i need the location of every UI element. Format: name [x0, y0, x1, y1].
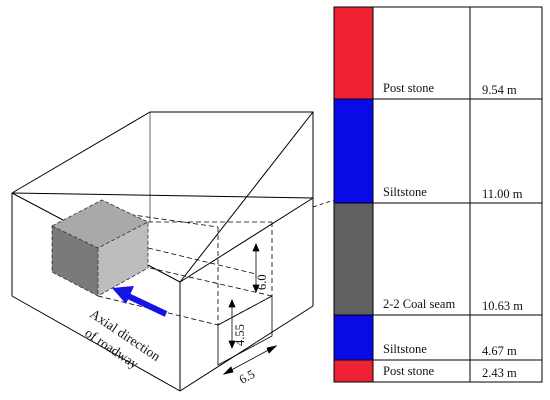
arrow-head-icon: [112, 286, 134, 304]
box-front-bottom-right: [179, 305, 314, 392]
strata-table: Post stone 9.54 m Siltstone 11.00 m 2-2 Coal…: [333, 6, 543, 383]
layer-thickness-2: 11.00 m: [482, 187, 523, 201]
excavated-block: [51, 199, 149, 297]
layer-thickness-3: 10.63 m: [482, 299, 523, 313]
layer-name-4: Siltstone: [383, 342, 427, 356]
layer-thickness-1: 9.54 m: [482, 83, 517, 97]
layer-swatch-3: [333, 202, 374, 316]
box-front-top: [11, 192, 314, 199]
dim-width: 6.5: [237, 367, 257, 387]
box-back-top: [150, 111, 314, 198]
dim-height-upper: 6.0: [255, 274, 269, 290]
layer-name-2: Siltstone: [383, 185, 427, 199]
layer-thickness-4: 4.67 m: [482, 344, 517, 358]
block-side-face: [98, 222, 148, 296]
dim-height-lower: 4.55: [233, 324, 247, 346]
layer-swatch-5: [333, 359, 374, 383]
roadway-entrance: [217, 295, 273, 366]
model-box: [11, 111, 314, 392]
layer-swatch-2: [333, 98, 374, 204]
box-top-front-right: [179, 197, 314, 283]
layer-swatch-4: [333, 314, 374, 361]
layer-swatch-1: [333, 6, 374, 100]
block-front-face: [52, 226, 98, 296]
axial-arrow: [112, 286, 168, 317]
block-hidden-edges: [51, 199, 149, 227]
layer-thickness-5: 2.43 m: [482, 366, 517, 380]
layer-name-3: 2-2 Coal seam: [383, 297, 455, 311]
layer-name-5: Post stone: [383, 364, 435, 378]
layer-thickness-cell-5: [469, 359, 543, 383]
block-top-face: [52, 200, 148, 248]
box-bottom-left: [11, 295, 181, 392]
layer-name-1: Post stone: [383, 81, 435, 95]
dimension-lines: [222, 242, 278, 375]
box-top-left: [11, 111, 151, 194]
connector-line: [312, 199, 335, 208]
